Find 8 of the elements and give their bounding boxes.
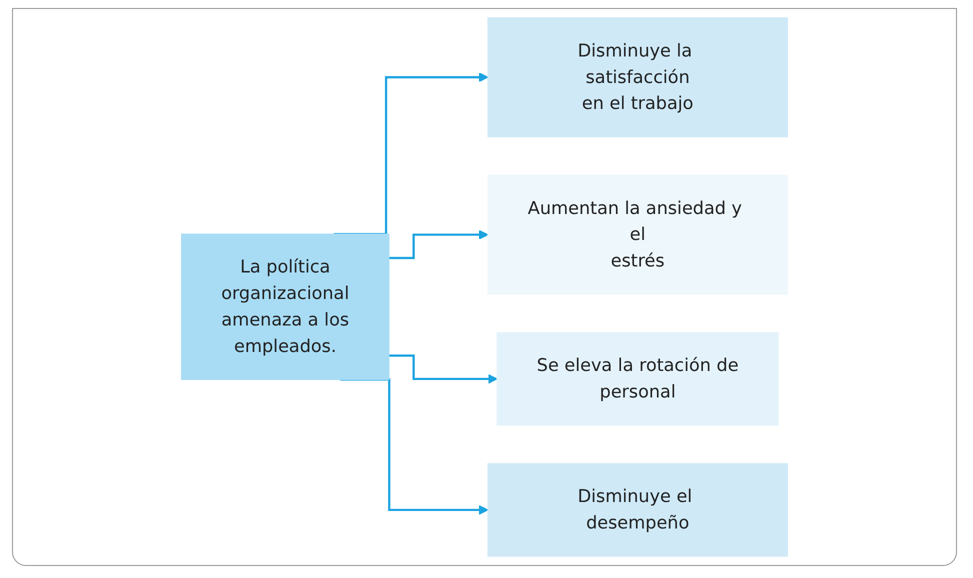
node-box: Disminuye la satisfacción en el trabajo bbox=[487, 17, 788, 138]
arrow bbox=[388, 354, 498, 384]
node-box: La política organizacional amenaza a los empleados. bbox=[181, 234, 390, 380]
arrow bbox=[388, 230, 488, 260]
node-box: Aumentan la ansiedad y el estrés bbox=[487, 174, 788, 295]
node-box: Disminuye el desempeño bbox=[487, 463, 788, 557]
arrow bbox=[340, 378, 488, 515]
node-box: Se eleva la rotación de personal bbox=[496, 332, 779, 426]
